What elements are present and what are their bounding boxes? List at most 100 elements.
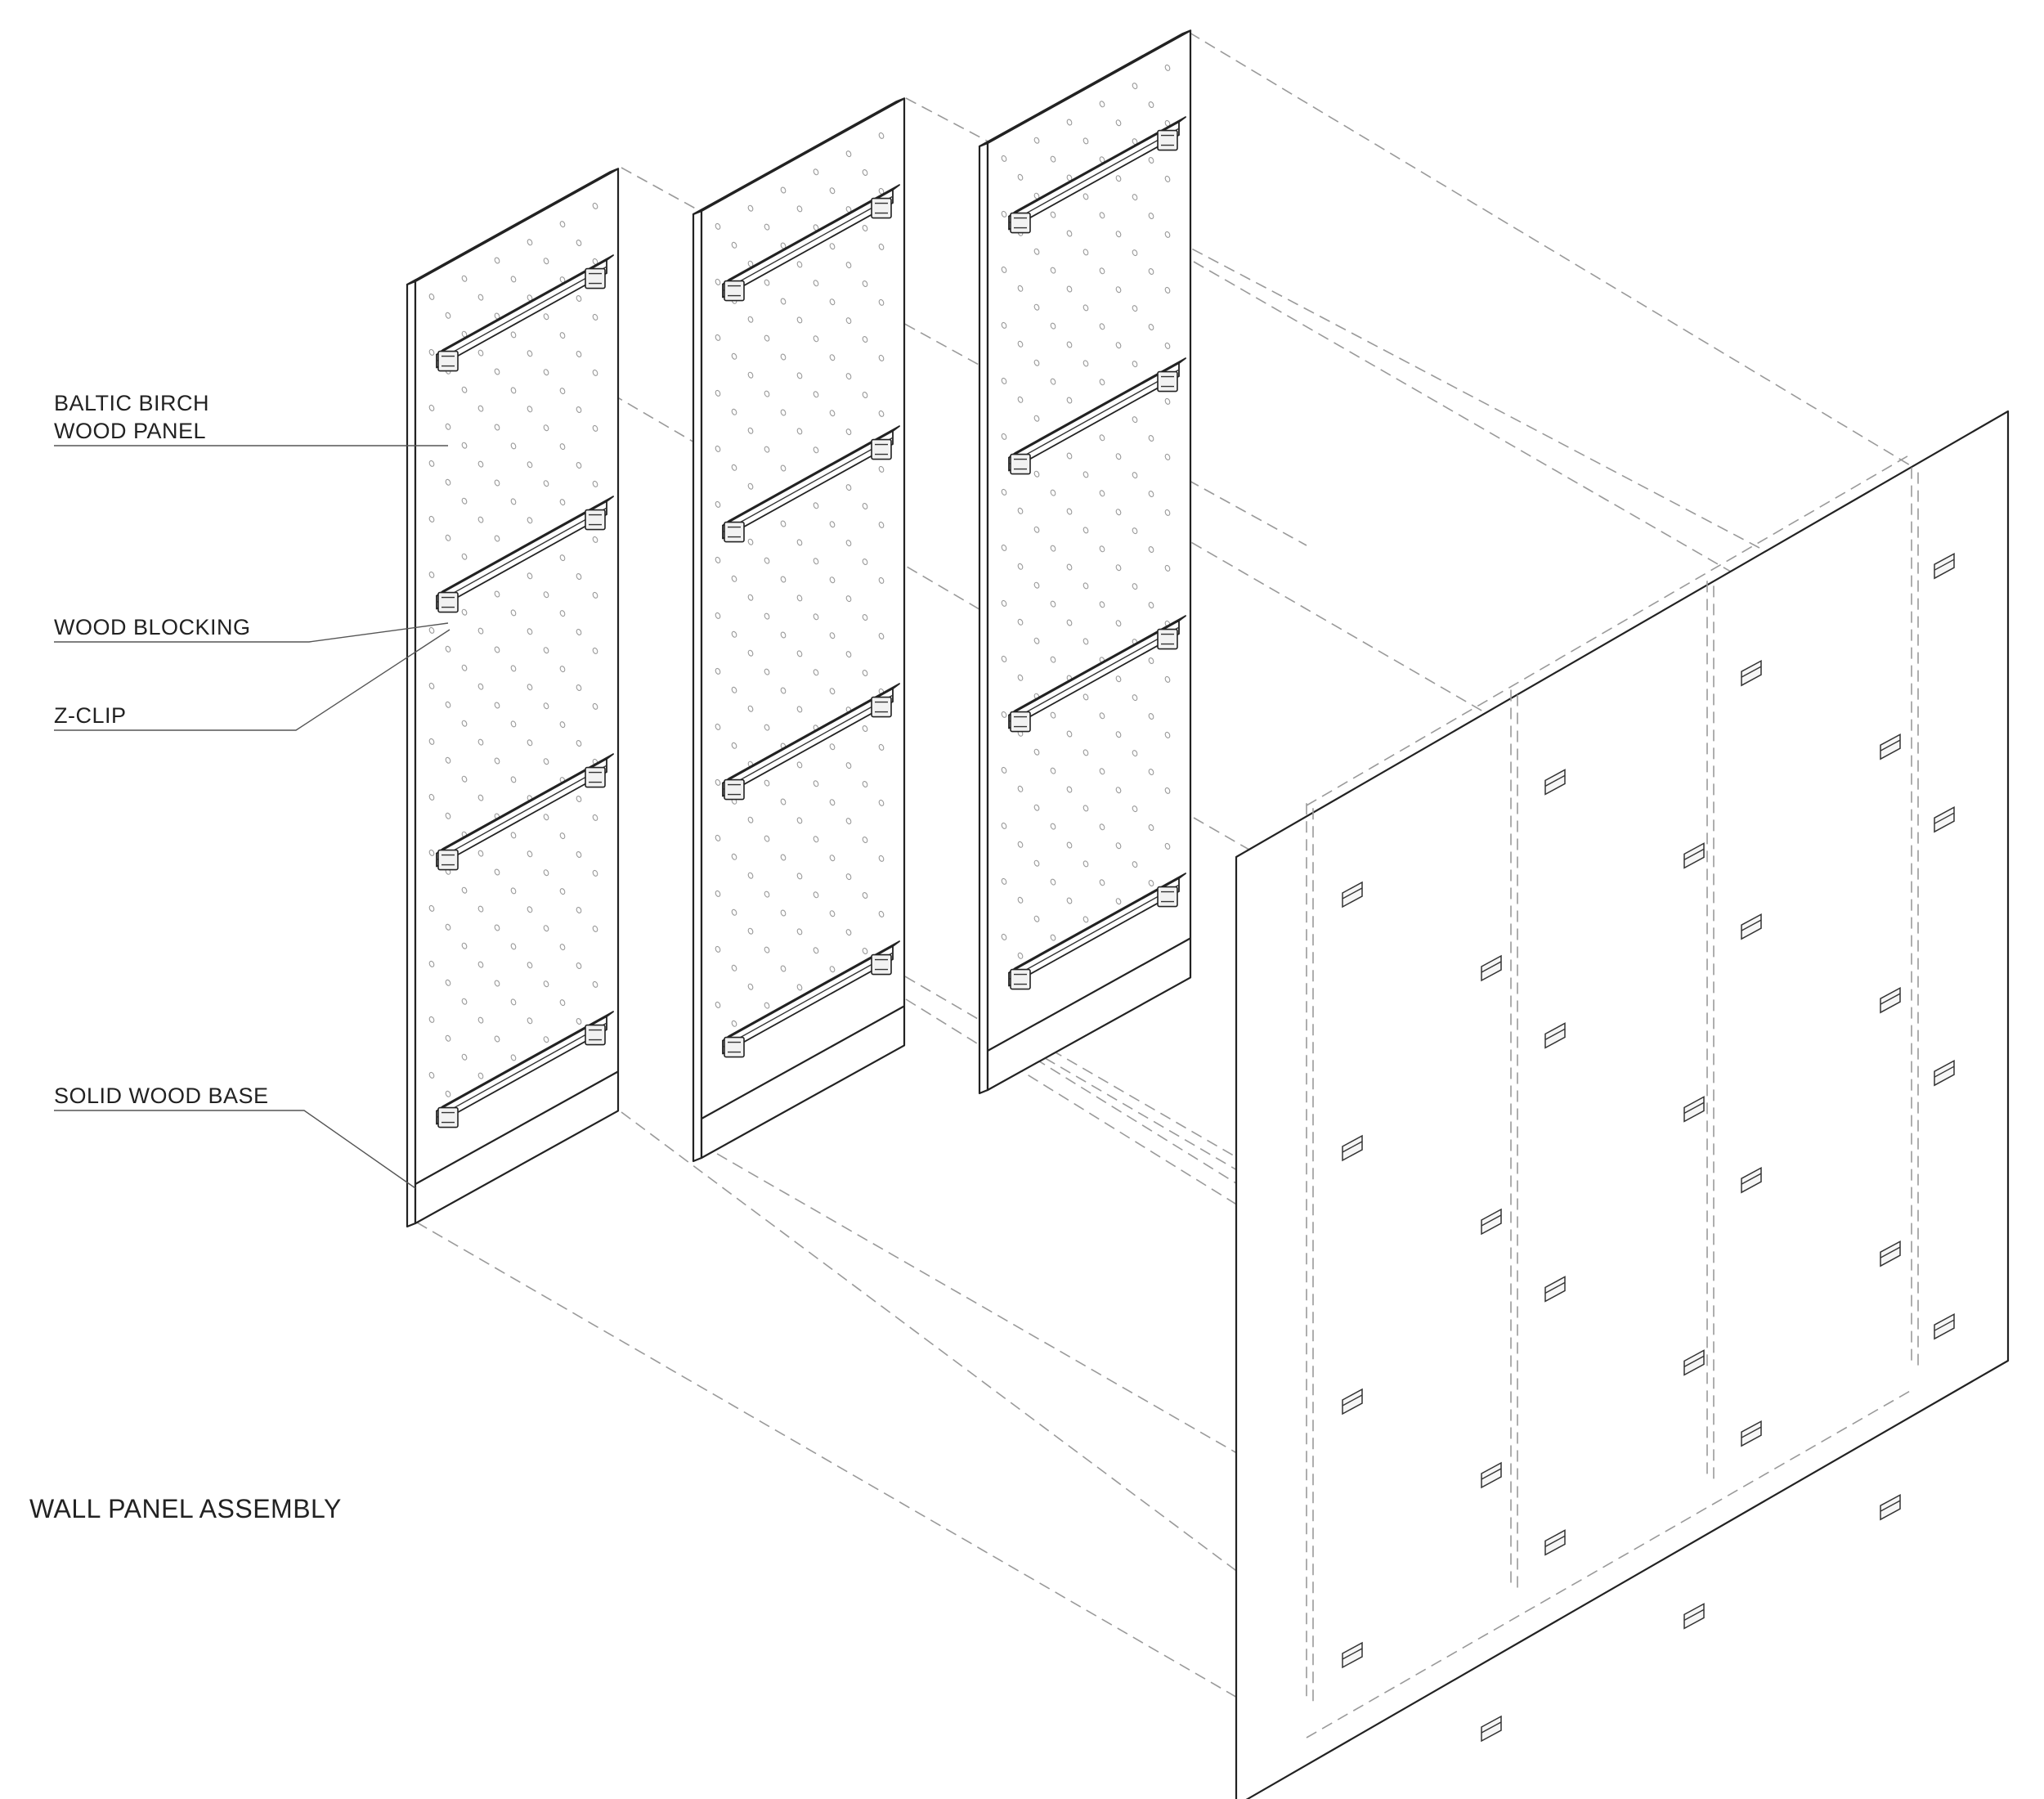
peg-hole [1066,619,1073,626]
panel-face [700,97,906,1160]
peg-hole [862,892,868,899]
z-clip [871,197,892,219]
peg-hole [1033,915,1040,922]
peg-hole [1099,768,1105,775]
wall-z-clip [1741,913,1762,940]
peg-hole [1132,416,1138,424]
peg-hole [796,817,803,824]
wood-panel [692,97,906,1163]
peg-hole [461,998,468,1005]
wall-z-clip-body [1934,1312,1955,1340]
wall-z-clip-body [1683,1349,1705,1376]
peg-hole [1066,841,1073,849]
peg-hole [747,705,754,712]
peg-hole [1115,620,1122,627]
peg-hole [592,369,598,376]
wall-z-clip-edge [1683,1608,1705,1621]
blocking-mid-line [1008,626,1180,723]
peg-hole [1017,507,1024,514]
panel-face [986,29,1192,1092]
peg-hole [829,521,836,528]
peg-hole [747,316,754,323]
z-clip [1010,453,1031,475]
peg-hole [1017,618,1024,626]
peg-hole [1017,952,1024,959]
peg-hole [845,540,852,547]
peg-hole [747,482,754,490]
wood-blocking [436,496,614,613]
z-clip [585,509,606,531]
peg-hole [543,814,549,821]
peg-hole [1132,472,1138,479]
peg-hole [731,575,737,582]
peg-hole [731,464,737,471]
wall-z-clip-edge [1342,1141,1363,1153]
z-clip [1157,370,1178,393]
peg-hole [592,702,598,710]
blocking-mid-line [722,195,894,292]
peg-hole [576,629,582,635]
peg-hole [1148,713,1154,720]
peg-hole [494,590,500,598]
peg-hole [1050,767,1056,774]
wall-z-clip-body [1741,659,1762,687]
wood-blocking [436,254,614,372]
wall-z-clip-body [1880,986,1901,1014]
peg-hole [1033,415,1040,422]
peg-hole [878,465,885,473]
z-clip-body [871,953,892,976]
peg-hole [428,293,435,300]
wall-hidden-top [1306,453,1912,806]
z-clip-body [871,197,892,219]
wood-panels [406,29,1192,1228]
peg-hole [747,983,754,990]
peg-hole [813,947,819,954]
peg-hole [764,946,770,953]
peg-hole [1050,378,1056,385]
wall-z-clip-edge [1741,1426,1762,1438]
peg-hole [862,670,868,676]
peg-hole [780,186,787,194]
wall-z-clip-edge [1683,1101,1705,1114]
wall-z-clip-edge [1481,1214,1502,1227]
peg-hole [576,851,582,858]
wall-z-clip-body [1880,1240,1901,1267]
peg-hole [1066,897,1073,904]
wall-z-clip-edge [1934,812,1955,824]
peg-hole [543,591,549,599]
peg-hole [813,446,819,454]
peg-hole [731,742,737,749]
peg-hole [494,924,500,931]
peg-hole [510,776,517,783]
wall-z-clip-edge [1342,1648,1363,1660]
peg-hole [715,778,721,786]
peg-hole [543,480,549,487]
peg-hole [461,664,468,671]
wall-z-clip-edge [1741,666,1762,678]
peg-hole [445,1090,451,1097]
peg-hole [477,627,484,635]
peg-hole [829,243,836,250]
z-clip [585,766,606,788]
peg-hole [715,389,721,397]
peg-hole [862,948,868,954]
peg-hole [576,462,582,469]
peg-hole-pattern [1001,64,1171,959]
peg-hole [813,613,819,621]
peg-hole [845,762,852,769]
peg-hole [1017,563,1024,570]
z-clip-body [585,766,606,788]
peg-hole [829,410,836,417]
peg-hole [510,665,517,672]
peg-hole [829,743,836,751]
peg-hole [576,406,582,413]
peg-hole [494,1035,500,1043]
wall-z-clip-body [1741,1420,1762,1447]
wall-z-clip [1683,1603,1705,1630]
peg-hole [428,404,435,411]
blocking-mid-line [722,694,894,791]
peg-hole [1132,750,1138,757]
peg-hole [1066,119,1073,126]
peg-hole [780,353,787,361]
